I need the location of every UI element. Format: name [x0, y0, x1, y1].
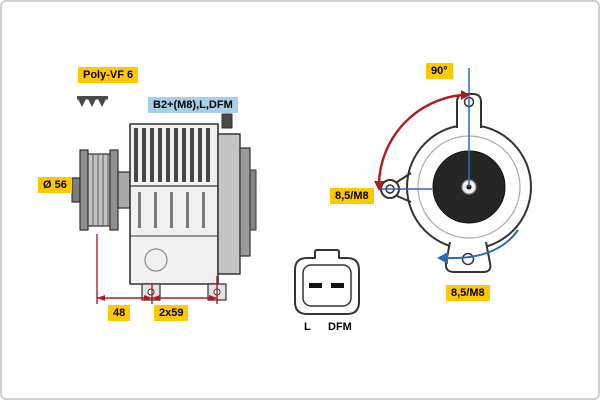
connector-pin-l	[309, 283, 322, 288]
connector-pin-l-label: L	[304, 321, 311, 333]
connector-outline	[294, 249, 360, 315]
dimension-2x59-label: 2x59	[154, 305, 189, 321]
rear-housing	[217, 133, 257, 275]
dimension-48-label: 48	[108, 305, 131, 321]
belt-type-label: Poly-VF 6	[78, 67, 139, 83]
terminal-label: B2+(M8),L,DFM	[148, 97, 238, 113]
pulley-diameter-label: Ø 56	[38, 177, 72, 193]
belt-profile-icon	[77, 96, 108, 107]
side-view-drawing	[66, 96, 260, 304]
pulley	[71, 149, 131, 231]
lower-fins	[138, 192, 205, 228]
reference-lines	[379, 68, 470, 190]
terminal-stud	[221, 113, 233, 129]
connector-pin-dfm-label: DFM	[328, 321, 352, 333]
rotation-arrow	[437, 229, 519, 264]
alternator-body	[129, 123, 219, 285]
connector-pin-dfm	[331, 283, 344, 288]
connector-detail	[294, 249, 360, 315]
mount-hole-bottom-label: 8,5/M8	[446, 285, 490, 301]
mount-hole-left-label: 8,5/M8	[330, 188, 374, 204]
angle-arc	[374, 90, 470, 191]
dimension-lines	[96, 234, 218, 304]
connector-inner	[302, 264, 352, 307]
bottom-mounting-hole	[461, 252, 475, 266]
cooling-fins	[134, 128, 210, 182]
front-view-drawing	[374, 68, 532, 273]
angle-90-label: 90°	[426, 63, 453, 79]
